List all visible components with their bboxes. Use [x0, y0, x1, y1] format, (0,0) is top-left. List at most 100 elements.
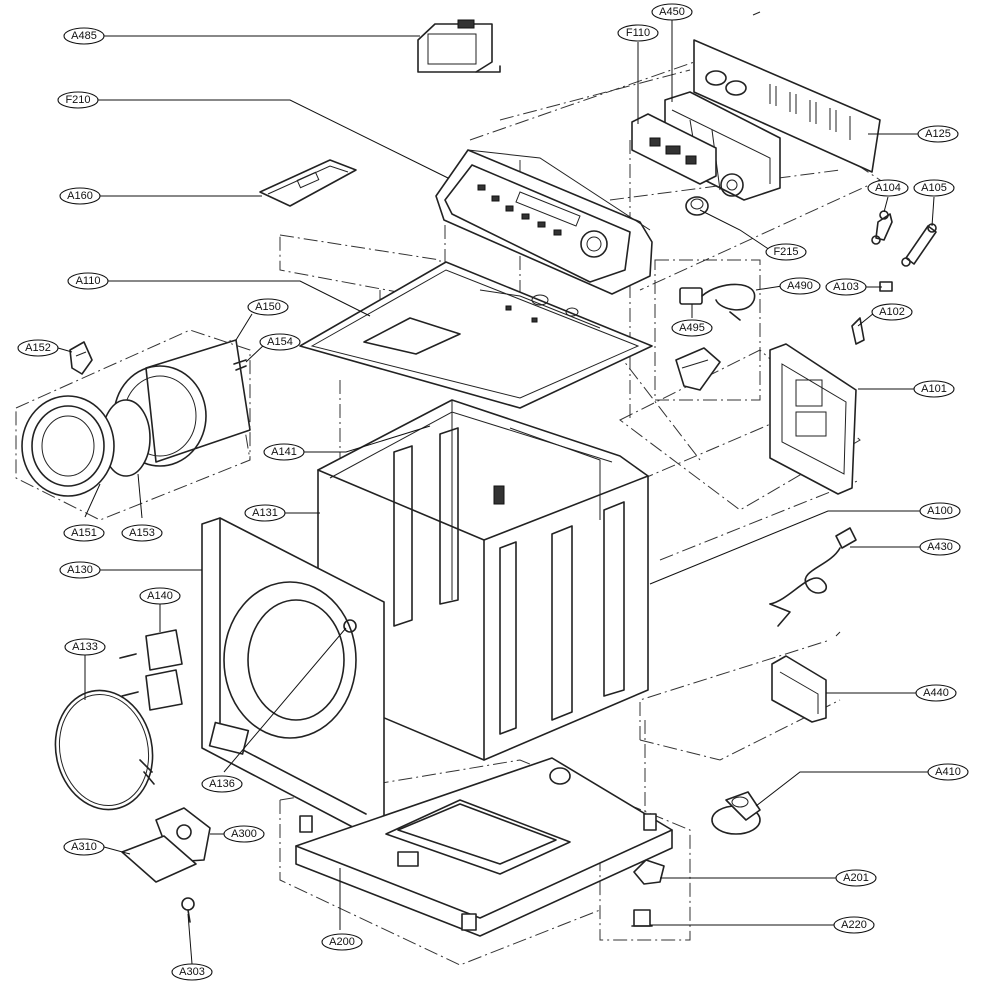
callout-a200-text: A200 [329, 936, 355, 948]
part-a125-rear-cover [693, 11, 881, 173]
callout-a220: A220 [833, 916, 875, 934]
callout-a450-text: A450 [659, 6, 685, 18]
callout-a131: A131 [244, 504, 286, 522]
callout-a430: A430 [919, 538, 961, 556]
callout-a133: A133 [64, 638, 106, 656]
callout-labels: A485 F210 A160 A110 A150 A154 A152 A141 … [17, 3, 969, 981]
callout-a490: A490 [779, 277, 821, 295]
part-a490-pressure-switch [679, 283, 756, 321]
callout-a136-text: A136 [209, 778, 235, 790]
part-a152-hinge [69, 341, 93, 375]
part-a201-bracket [633, 859, 665, 885]
part-a440-drain-bracket [771, 631, 841, 723]
callout-a440: A440 [915, 684, 957, 702]
part-a110-top-plate [299, 261, 653, 409]
callout-a490-text: A490 [787, 280, 813, 292]
callout-a450: A450 [651, 3, 693, 21]
callout-f215-text: F215 [773, 246, 798, 258]
part-a140-hinge [119, 629, 183, 711]
callout-a154: A154 [259, 333, 301, 351]
part-a410-drain-pump [711, 791, 761, 835]
part-a303-knob [181, 897, 195, 923]
callout-a201: A201 [835, 869, 877, 887]
leader-lines [57, 16, 935, 965]
callout-a152: A152 [17, 339, 59, 357]
callout-a150: A150 [247, 298, 289, 316]
callout-a100-text: A100 [927, 505, 953, 517]
callout-a200: A200 [321, 933, 363, 951]
callout-a303: A303 [171, 963, 213, 981]
part-a154-screw [233, 359, 247, 371]
callout-a310-text: A310 [71, 841, 97, 853]
callout-a103-text: A103 [833, 281, 859, 293]
part-f215-knob [685, 196, 709, 216]
part-a495-door-lock [675, 347, 721, 391]
callout-f210-text: F210 [65, 94, 90, 106]
callout-f215: F215 [765, 243, 807, 261]
callout-a100: A100 [919, 502, 961, 520]
part-a485-bracket [417, 19, 501, 73]
callout-a152-text: A152 [25, 342, 51, 354]
part-a102-hook [851, 317, 865, 345]
callout-a104-text: A104 [875, 182, 901, 194]
callout-a160: A160 [59, 187, 101, 205]
callout-a410: A410 [927, 763, 969, 781]
part-a133-gasket-ring [54, 689, 155, 811]
callout-a105: A105 [913, 179, 955, 197]
callout-f110: F110 [617, 24, 659, 42]
callout-a110: A110 [67, 272, 109, 290]
callout-a136: A136 [201, 775, 243, 793]
callout-a303-text: A303 [179, 966, 205, 978]
callout-a130: A130 [59, 561, 101, 579]
part-a104-shock [871, 210, 893, 245]
callout-a141: A141 [263, 443, 305, 461]
callout-a310: A310 [63, 838, 105, 856]
callout-a485-text: A485 [71, 30, 97, 42]
part-a310-filter-door [121, 835, 197, 883]
callout-a201-text: A201 [843, 872, 869, 884]
callout-f110-text: F110 [626, 27, 650, 39]
callout-a160-text: A160 [67, 190, 93, 202]
callout-a130-text: A130 [67, 564, 93, 576]
callout-a101: A101 [913, 380, 955, 398]
callout-a440-text: A440 [923, 687, 949, 699]
callout-a103: A103 [825, 278, 867, 296]
callout-a430-text: A430 [927, 541, 953, 553]
part-a200-base-frame [295, 757, 673, 937]
callout-a102-text: A102 [879, 306, 905, 318]
part-a150-tub-cover [113, 339, 251, 467]
callout-a102: A102 [871, 303, 913, 321]
callout-a495: A495 [671, 319, 713, 337]
callout-a485: A485 [63, 27, 105, 45]
part-f210-control-panel [435, 149, 653, 295]
callout-a300-text: A300 [231, 828, 257, 840]
callout-a125-text: A125 [925, 128, 951, 140]
callout-a133-text: A133 [72, 641, 98, 653]
part-a430-power-cord [769, 527, 857, 627]
callout-a140-text: A140 [147, 590, 173, 602]
callout-a131-text: A131 [252, 507, 278, 519]
callout-a410-text: A410 [935, 766, 961, 778]
callout-a150-text: A150 [255, 301, 281, 313]
callout-a151: A151 [63, 524, 105, 542]
callout-a140: A140 [139, 587, 181, 605]
callout-a154-text: A154 [267, 336, 293, 348]
part-a130-front-panel [201, 517, 385, 835]
callout-a105-text: A105 [921, 182, 947, 194]
part-a105-damper [901, 223, 937, 267]
callout-a495-text: A495 [679, 322, 705, 334]
part-a141-cabinet-frame [317, 399, 649, 761]
callout-a300: A300 [223, 825, 265, 843]
callout-a153-text: A153 [129, 527, 155, 539]
part-a160-drawer-handle [259, 159, 357, 207]
part-f110-pcb [631, 113, 717, 185]
part-a151-door [15, 329, 251, 521]
callout-a110-text: A110 [76, 275, 101, 287]
callout-a104: A104 [867, 179, 909, 197]
part-a220-leveling-foot [631, 909, 653, 927]
callout-a220-text: A220 [841, 919, 867, 931]
callout-a101-text: A101 [921, 383, 947, 395]
callout-a151-text: A151 [71, 527, 97, 539]
callout-a125: A125 [917, 125, 959, 143]
